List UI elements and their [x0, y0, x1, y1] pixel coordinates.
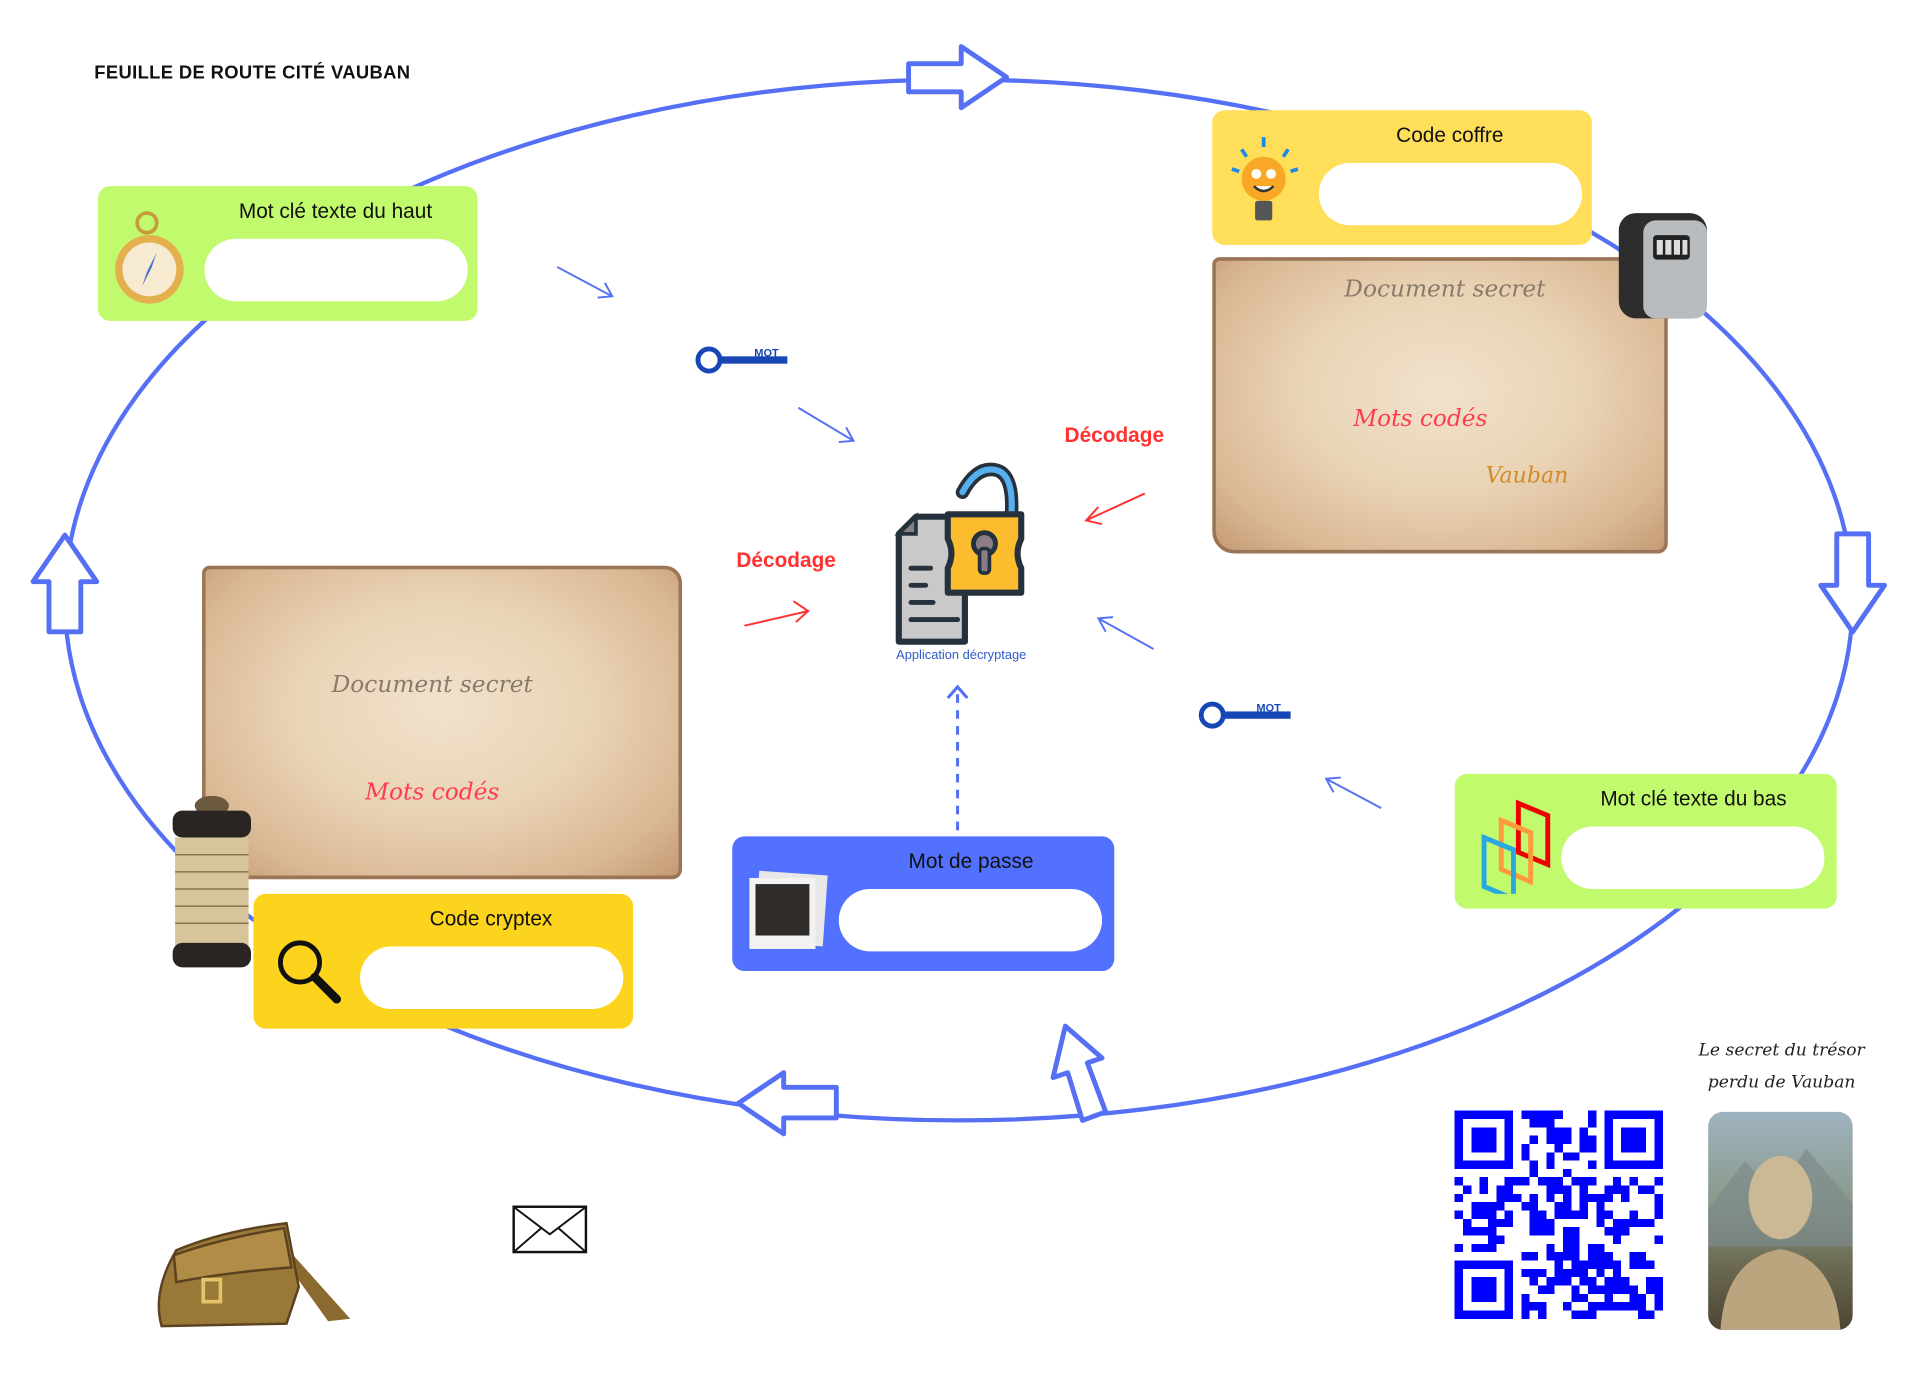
- bag-icon[interactable]: [149, 1218, 355, 1331]
- decodage-label: Décodage: [1064, 423, 1165, 447]
- code-coffre-input[interactable]: [1318, 162, 1583, 226]
- box-label: Mot clé texte du bas: [1600, 787, 1787, 811]
- photos-icon: [749, 870, 828, 949]
- arrow-red: [744, 600, 810, 627]
- arrow-up-left: [30, 532, 100, 635]
- layers-icon: [1481, 799, 1551, 894]
- box-label: Code cryptex: [429, 907, 553, 931]
- mot-cle-haut-input[interactable]: [204, 238, 468, 302]
- caption-line: perdu de Vauban: [1707, 1072, 1856, 1093]
- key-icon: [695, 346, 788, 374]
- app-label: Application décryptage: [896, 647, 1027, 663]
- secret-document-right: [1212, 257, 1668, 554]
- code-cryptex-box: Code cryptex: [253, 893, 634, 1029]
- coded-words: Mots codés: [1353, 405, 1488, 433]
- arrow-right-top: [906, 44, 1009, 111]
- box-label: Mot de passe: [908, 849, 1034, 874]
- signature: Vauban: [1485, 462, 1569, 489]
- decryption-app-icon[interactable]: [891, 462, 1028, 647]
- caption: Le secret du trésor perdu de Vauban: [1699, 1035, 1865, 1099]
- envelope-icon[interactable]: [512, 1205, 588, 1254]
- secret-document-left: [202, 565, 683, 880]
- box-label: Mot clé texte du haut: [238, 199, 433, 223]
- vauban-portrait: [1708, 1111, 1853, 1330]
- key-label: MOT: [754, 346, 779, 359]
- coded-words: Mots codés: [365, 778, 500, 806]
- arrow-up-bottom-right: [1050, 1023, 1109, 1123]
- lockbox-icon: [1618, 213, 1707, 319]
- box-label: Code coffre: [1396, 123, 1504, 147]
- cryptex-icon: [172, 795, 252, 968]
- mot-cle-bas-input[interactable]: [1561, 826, 1825, 889]
- mot-cle-bas-box: Mot clé texte du bas: [1454, 773, 1837, 909]
- dashed-arrow-head: [946, 684, 969, 699]
- key-label: MOT: [1256, 701, 1281, 714]
- arrow-small: [1324, 776, 1382, 810]
- mot-de-passe-input[interactable]: [838, 888, 1103, 952]
- mot-de-passe-box: Mot de passe: [732, 836, 1115, 972]
- code-coffre-box: Code coffre: [1212, 110, 1592, 245]
- statue-bust-image: [1708, 1148, 1853, 1330]
- document-title: Document secret: [331, 671, 533, 698]
- lightbulb-icon: [1231, 137, 1299, 221]
- arrow-red: [1084, 492, 1146, 526]
- mot-cle-haut-box: Mot clé texte du haut: [97, 186, 478, 321]
- code-cryptex-input[interactable]: [360, 946, 624, 1009]
- arrow-small: [1096, 616, 1154, 650]
- arrow-left-bottom: [735, 1070, 839, 1137]
- arrow-small: [556, 266, 614, 299]
- arrow-small: [797, 406, 856, 444]
- key-icon: [1198, 701, 1291, 729]
- arrow-down-right: [1818, 531, 1887, 635]
- caption-line: Le secret du trésor: [1698, 1040, 1865, 1061]
- page-title: FEUILLE DE ROUTE CITÉ VAUBAN: [94, 62, 411, 84]
- magnifier-icon: [277, 940, 342, 1004]
- compass-icon: [115, 211, 184, 304]
- decodage-label: Décodage: [736, 548, 836, 572]
- qr-code[interactable]: [1454, 1110, 1663, 1319]
- document-title: Document secret: [1344, 275, 1546, 303]
